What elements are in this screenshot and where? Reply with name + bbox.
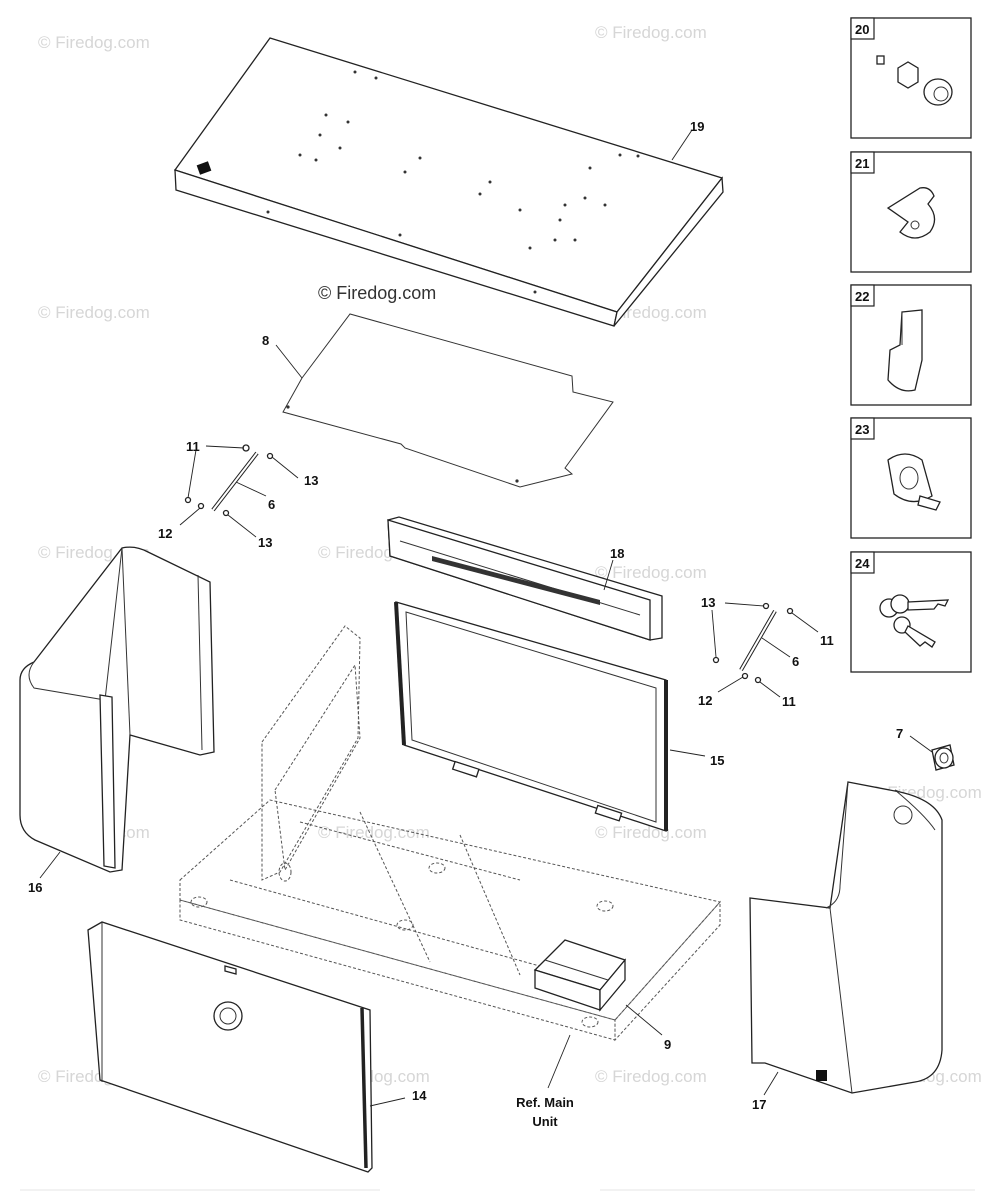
watermark: © Firedog.com [38, 33, 150, 52]
callout-6: 6 [268, 497, 275, 512]
watermark: © Firedog.com [38, 303, 150, 322]
part-16-left-side-panel [19, 546, 215, 873]
callout-13: 13 [304, 473, 318, 488]
callout-11: 11 [186, 439, 200, 454]
detail-box-number: 24 [855, 556, 870, 571]
callout-11: 11 [782, 694, 796, 709]
copyright-caption: © Firedog.com [318, 283, 436, 303]
part-7-lock-cylinder [931, 744, 955, 771]
detail-box-number: 22 [855, 289, 869, 304]
part-15-side-door [394, 601, 668, 832]
callout-8: 8 [262, 333, 269, 348]
part-6-gas-spring-right [712, 602, 794, 684]
callout-14: 14 [412, 1088, 427, 1103]
watermark: © Firedog.com [595, 823, 707, 842]
ref-main-unit-line1: Ref. Main [516, 1095, 574, 1110]
part-18-front-rail [387, 516, 663, 641]
callout-16: 16 [28, 880, 42, 895]
watermark: © Firedog.com [595, 563, 707, 582]
callout-13: 13 [258, 535, 272, 550]
leader-lines [39, 129, 933, 1107]
callout-9: 9 [664, 1037, 671, 1052]
detail-box-number: 21 [855, 156, 869, 171]
part-14-front-door [87, 921, 373, 1173]
callout-13: 13 [701, 595, 715, 610]
part-6-gas-spring-left [184, 444, 274, 517]
watermark: © Firedog.com [595, 1067, 707, 1086]
ref-main-unit-line2: Unit [532, 1114, 558, 1129]
detail-box-22: 22 [850, 284, 972, 406]
watermark: © Firedog.com [318, 823, 430, 842]
detail-box-number: 20 [855, 22, 869, 37]
callout-18: 18 [610, 546, 624, 561]
detail-box-23: 23 [850, 417, 972, 539]
callout-11: 11 [820, 633, 834, 648]
watermark: © Firedog.com [595, 23, 707, 42]
callout-12: 12 [698, 693, 712, 708]
part-17-right-side-panel [749, 781, 943, 1094]
part-9-battery-tray [533, 939, 627, 1012]
callout-17: 17 [752, 1097, 766, 1112]
detail-box-number: 23 [855, 422, 869, 437]
detail-box-24: 24 [850, 551, 972, 673]
main-unit-frame [179, 625, 721, 1042]
part-8-insulation-panel [282, 313, 614, 488]
callout-12: 12 [158, 526, 172, 541]
callout-15: 15 [710, 753, 724, 768]
detail-box-21: 21 [850, 151, 972, 273]
callout-6: 6 [792, 654, 799, 669]
callout-7: 7 [896, 726, 903, 741]
callout-labels: 19 8 11 13 6 12 13 18 13 11 6 12 11 7 15… [28, 119, 903, 1129]
part-19-roof-panel [173, 37, 724, 327]
callout-19: 19 [690, 119, 704, 134]
detail-box-20: 20 [850, 17, 972, 139]
